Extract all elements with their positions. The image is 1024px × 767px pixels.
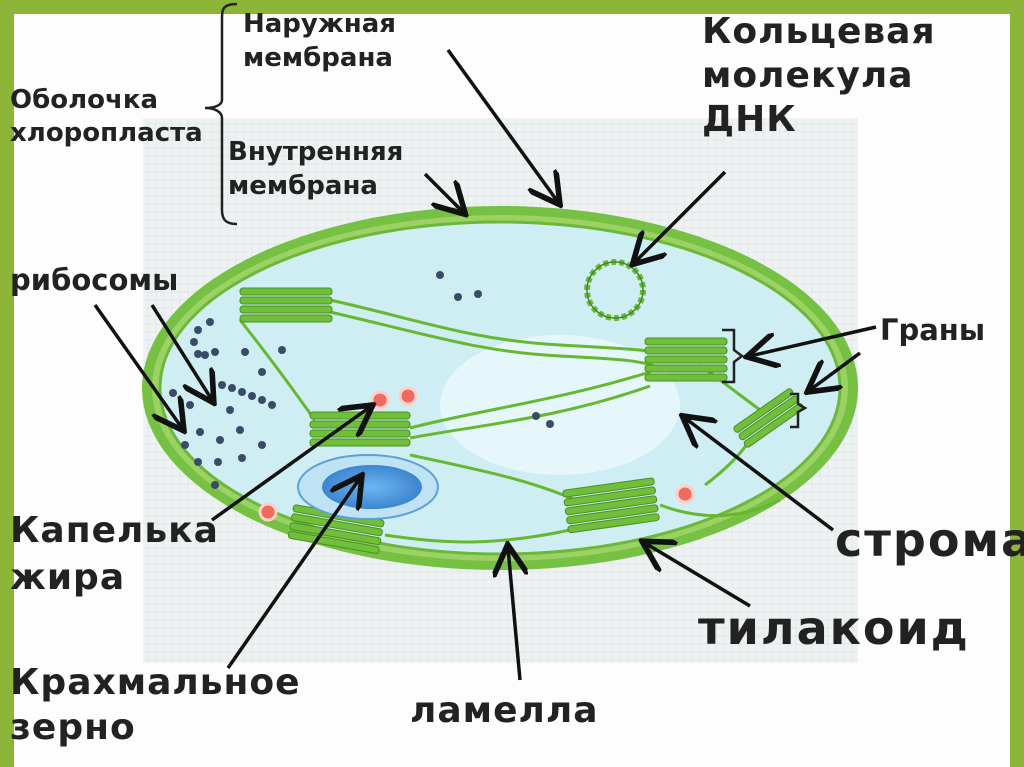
label-lipid-droplet: Капелька жира	[10, 510, 219, 598]
label-ribosomes: рибосомы	[10, 263, 179, 297]
label-grana: Граны	[880, 313, 986, 347]
label-circular-dna: Кольцевая молекула ДНК	[702, 11, 936, 140]
starch-grain-core	[322, 465, 422, 509]
label-outer-membrane: Наружная мембрана	[243, 9, 396, 73]
grana-bracket-2	[790, 392, 808, 429]
granum-lower-right	[562, 477, 660, 534]
label-starch-grain: Крахмальное зерно	[10, 662, 301, 748]
circular-dna	[584, 259, 646, 321]
label-lamella: ламелла	[410, 690, 599, 731]
stroma-region	[440, 335, 680, 475]
label-inner-membrane: Внутренняя мембрана	[228, 137, 404, 201]
granum-upper-left	[239, 287, 333, 323]
label-stroma: строма	[835, 513, 1024, 567]
label-chloroplast-envelope: Оболочка хлоропласта	[10, 85, 203, 148]
label-thylakoid: тилакоид	[698, 601, 970, 655]
granum-far-right	[733, 388, 804, 448]
envelope-bracket	[204, 2, 238, 226]
lipid-droplets	[258, 386, 695, 522]
granum-right	[644, 337, 728, 382]
pointer-arrows	[93, 48, 877, 681]
